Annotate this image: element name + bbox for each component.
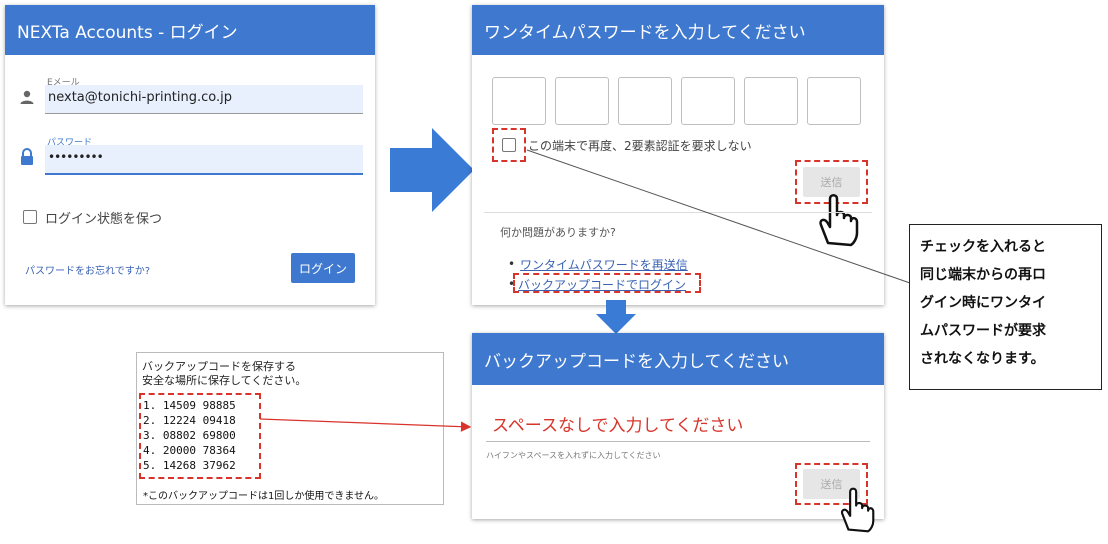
otp-digit-6[interactable] — [807, 77, 861, 125]
password-value: ••••••••• — [48, 150, 104, 164]
backup-bullet: • — [508, 277, 516, 291]
codes-list: 1. 14509 98885 2. 12224 09418 3. 08802 6… — [143, 398, 236, 473]
otp-submit-button[interactable]: 送信 — [803, 167, 860, 197]
email-label: Eメール — [47, 78, 80, 88]
otp-panel: ワンタイムパスワードを入力してください この端末で再度、2要素認証を要求しない … — [472, 5, 884, 305]
hand-pointer-icon-2 — [840, 487, 875, 533]
backup-header: バックアップコードを入力してください — [472, 333, 884, 385]
callout-line-2: 同じ端末からの再ロ — [920, 267, 1046, 283]
callout-line-4: ムパスワードが要求 — [920, 323, 1046, 339]
remember-label: ログイン状態を保つ — [45, 212, 163, 227]
backup-link-highlight — [513, 273, 701, 293]
otp-title: ワンタイムパスワードを入力してください — [484, 22, 806, 43]
backup-title: バックアップコードを入力してください — [484, 351, 789, 372]
code-item-1: 1. 14509 98885 — [143, 399, 236, 412]
otp-digit-5[interactable] — [744, 77, 798, 125]
otp-digit-4[interactable] — [681, 77, 735, 125]
checkbox-to-callout-line — [526, 149, 911, 284]
login-button[interactable]: ログイン — [291, 253, 355, 283]
codes-to-input-arrow — [259, 418, 472, 432]
code-item-4: 4. 20000 78364 — [143, 444, 236, 457]
callout-line-5: されなくなります。 — [920, 351, 1045, 367]
big-right-arrow-icon — [390, 128, 474, 212]
forgot-password-link[interactable]: パスワードをお忘れですか? — [25, 266, 151, 277]
person-icon — [19, 89, 35, 109]
login-title: NEXTa Accounts - ログイン — [17, 22, 238, 43]
down-arrow-icon — [596, 300, 636, 334]
login-header: NEXTa Accounts - ログイン — [5, 5, 375, 55]
backup-instruction: スペースなしで入力してください — [492, 416, 744, 436]
remember-device-highlight — [492, 128, 526, 162]
login-panel: NEXTa Accounts - ログイン Eメール nexta@tonichi… — [5, 5, 375, 305]
otp-digit-2[interactable] — [555, 77, 609, 125]
callout-box: チェックを入れると 同じ端末からの再ロ グイン時にワンタイ ムパスワードが要求 … — [909, 224, 1102, 390]
lock-icon — [20, 148, 34, 170]
callout-line-3: グイン時にワンタイ — [920, 295, 1046, 311]
otp-digit-3[interactable] — [618, 77, 672, 125]
backup-panel: バックアップコードを入力してください スペースなしで入力してください ハイフンや… — [472, 333, 884, 533]
password-label: パスワード — [47, 138, 93, 148]
backup-submit-highlight — [795, 463, 868, 505]
resend-bullet: • — [508, 257, 516, 271]
otp-header: ワンタイムパスワードを入力してください — [472, 5, 884, 55]
hand-pointer-icon — [819, 194, 859, 247]
code-item-2: 2. 12224 09418 — [143, 414, 236, 427]
codes-heading-2: 安全な場所に保存してください。 — [142, 374, 307, 387]
backup-codes-card: バックアップコードを保存する 安全な場所に保存してください。 1. 14509 … — [136, 352, 444, 505]
code-item-5: 5. 14268 37962 — [143, 459, 236, 472]
remember-checkbox[interactable] — [23, 210, 37, 224]
otp-digit-1[interactable] — [492, 77, 546, 125]
resend-otp-link[interactable]: ワンタイムパスワードを再送信 — [520, 258, 688, 272]
code-item-3: 3. 08802 69800 — [143, 429, 236, 442]
email-value: nexta@tonichi-printing.co.jp — [48, 90, 233, 105]
remember-device-label: この端末で再度、2要素認証を要求しない — [528, 139, 752, 153]
otp-divider — [484, 212, 872, 213]
backup-hint: ハイフンやスペースを入れずに入力してください — [486, 451, 661, 460]
backup-code-link[interactable]: バックアップコードでログイン — [518, 278, 687, 292]
email-field[interactable]: nexta@tonichi-printing.co.jp — [45, 85, 363, 114]
backup-input-underline[interactable] — [486, 441, 870, 442]
remember-device-checkbox[interactable] — [502, 138, 516, 152]
codes-note: *このバックアップコードは1回しか使用できません。 — [143, 491, 385, 502]
codes-highlight — [139, 393, 261, 479]
problem-text: 何か問題がありますか? — [500, 226, 616, 239]
callout-line-1: チェックを入れると — [920, 239, 1046, 255]
password-field[interactable]: ••••••••• — [45, 145, 363, 175]
codes-heading-1: バックアップコードを保存する — [142, 360, 296, 373]
